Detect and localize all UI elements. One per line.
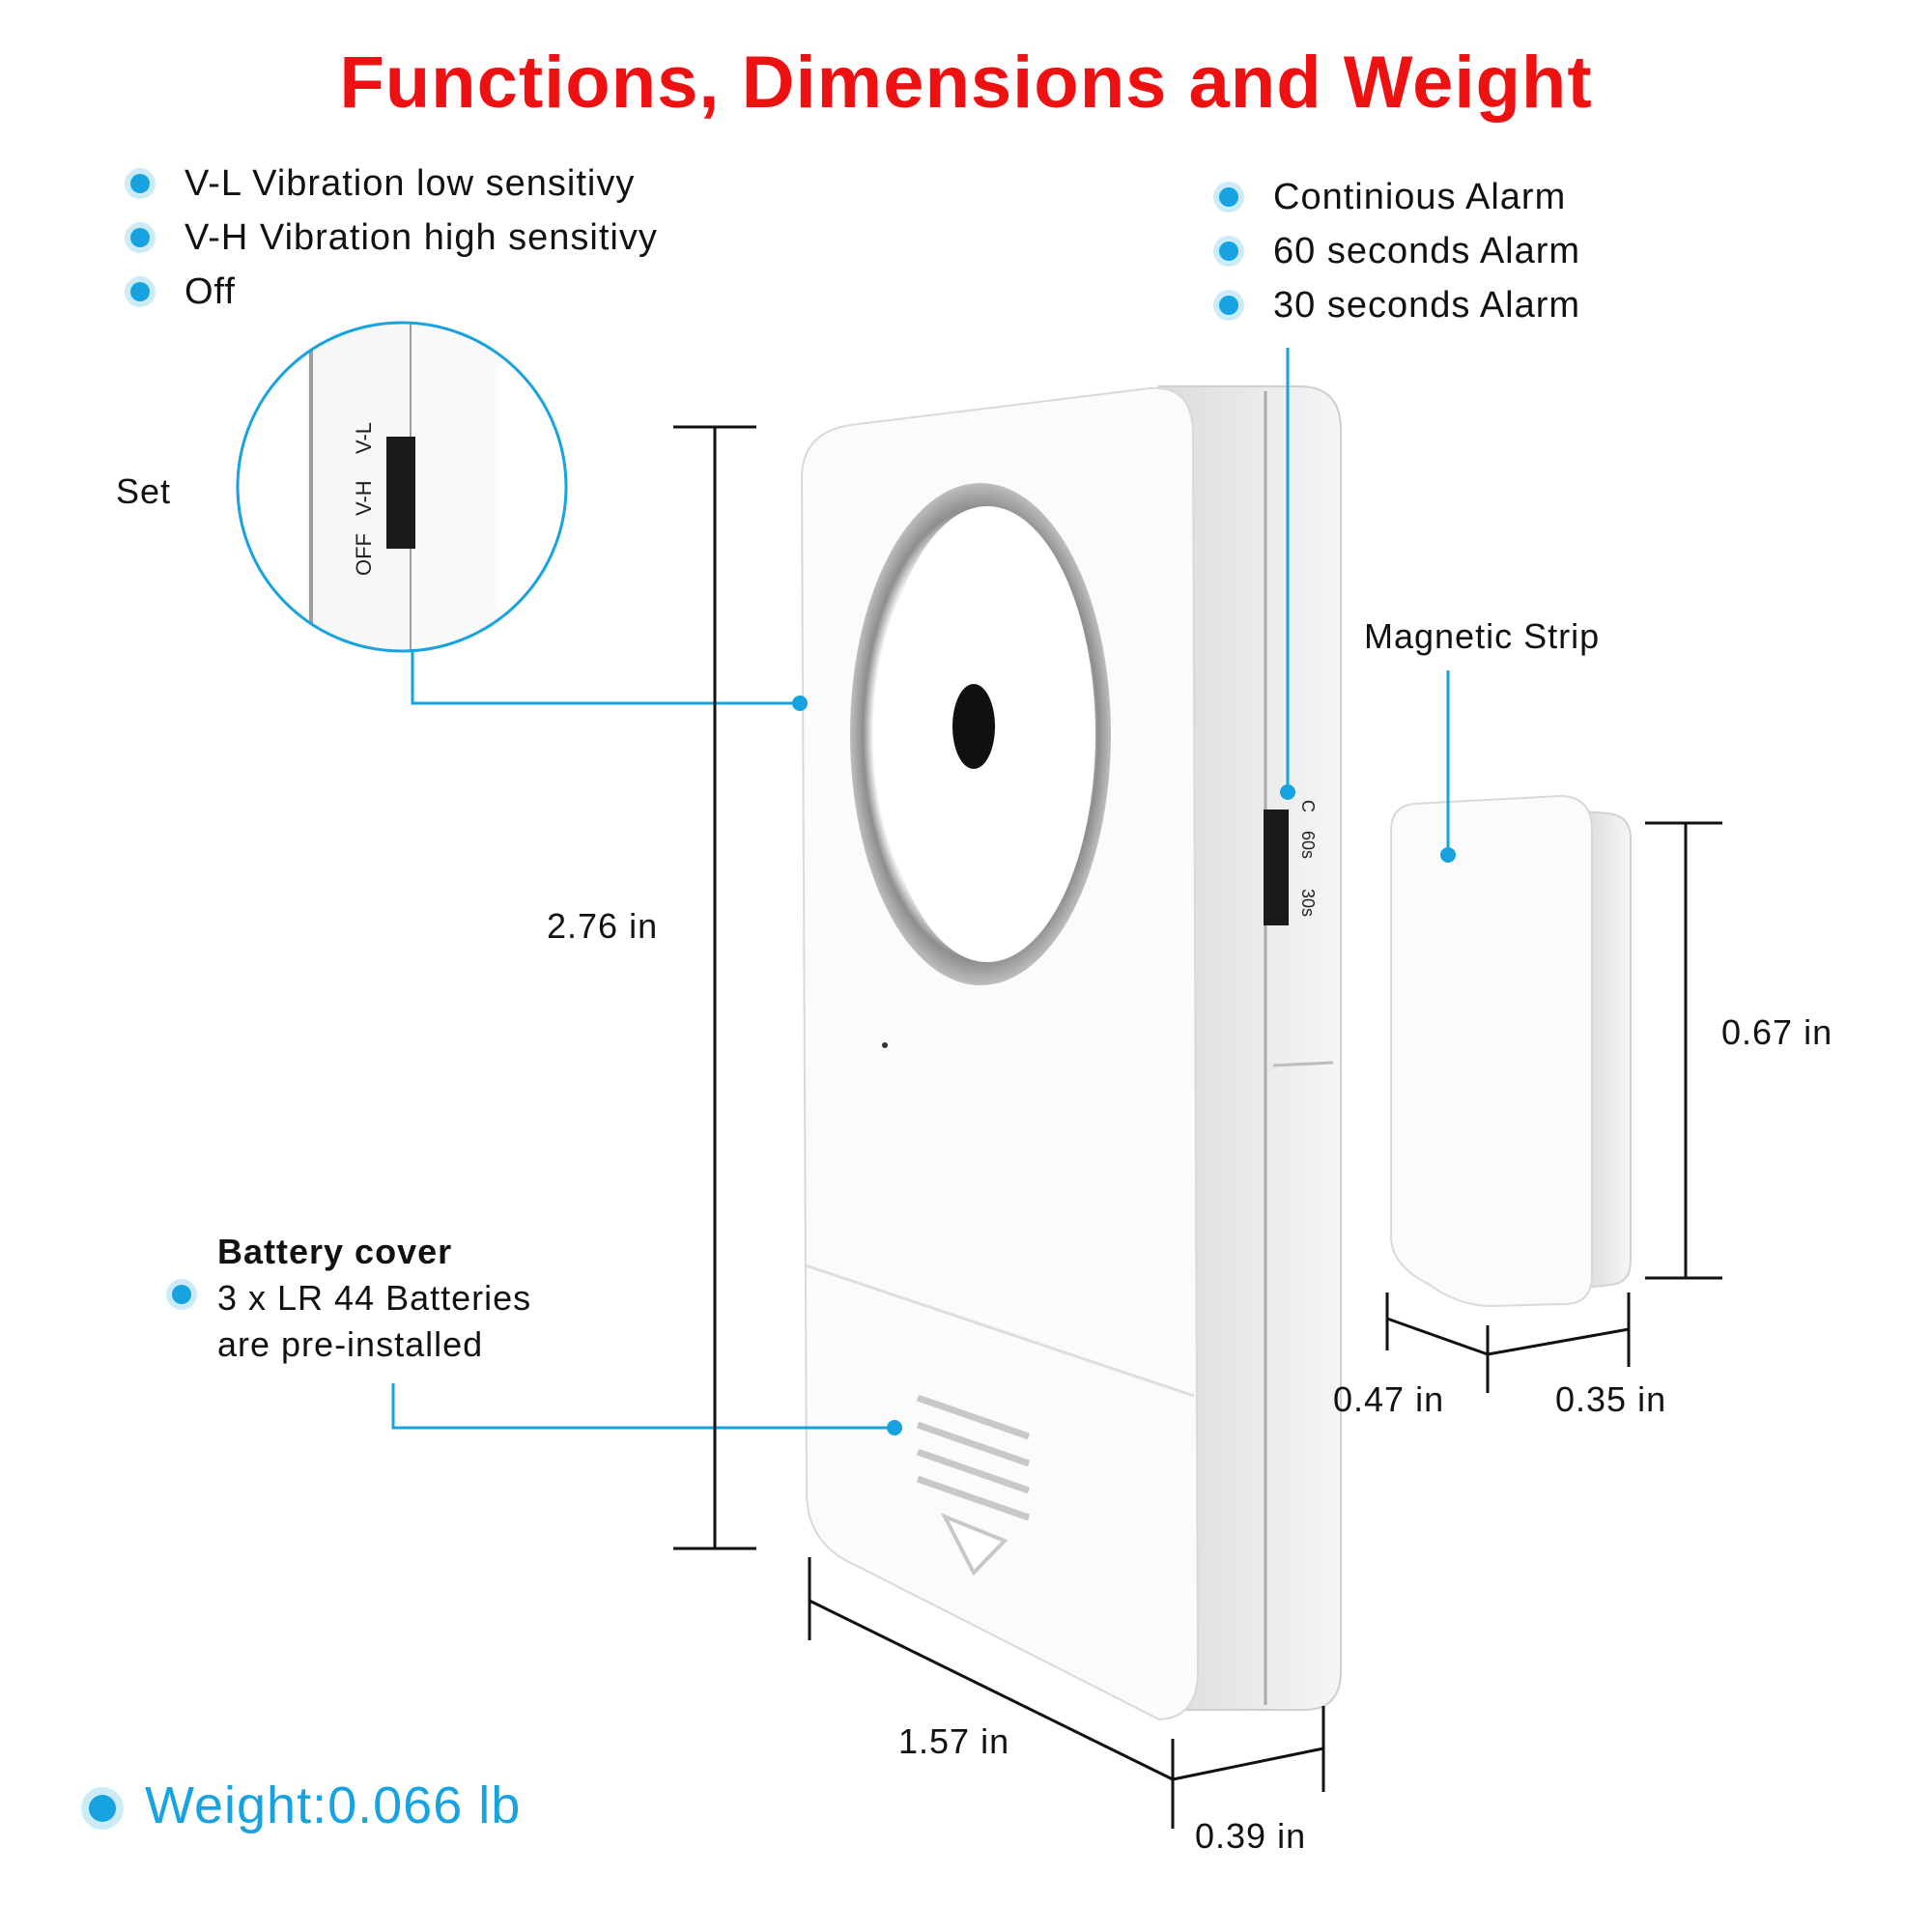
sensitivity-zoom-border — [236, 321, 568, 653]
bullet-dot-icon — [1219, 187, 1238, 207]
battery-cover-seam — [805, 1264, 1195, 1398]
alarm-options-list: Continious Alarm 60 seconds Alarm 30 sec… — [1219, 170, 1580, 332]
magnetic-strip-side — [1583, 810, 1632, 1290]
dim-line-strip-width — [1386, 1317, 1489, 1356]
list-item: V-H Vibration high sensitivy — [130, 211, 658, 265]
list-item: Off — [130, 265, 658, 319]
callout-dots — [792, 696, 1456, 1435]
battery-cover-grip — [916, 1394, 1031, 1521]
weight-bullet-dot-icon — [89, 1795, 116, 1822]
list-item: 60 seconds Alarm — [1219, 224, 1580, 278]
bullet-dot-icon — [1219, 242, 1238, 261]
callout-set — [411, 649, 800, 705]
alarm-switch-label-c: C — [1298, 800, 1318, 812]
alarm-mode-switch — [1264, 810, 1289, 925]
list-item: 30 seconds Alarm — [1219, 278, 1580, 332]
battery-cover-line-2: are pre-installed — [217, 1324, 484, 1364]
magnetic-strip-front — [1390, 794, 1593, 1308]
bullet-dot-icon — [130, 174, 150, 193]
speaker-hole — [952, 684, 995, 769]
alarm-switch-label-60: 60s — [1298, 831, 1318, 859]
alarm-switch-label-30: 30s — [1298, 889, 1318, 917]
alarm-body-side — [1157, 385, 1342, 1711]
sensitivity-zoom: OFF V-H V-L — [238, 323, 566, 651]
switch-label-vh: V-H — [352, 480, 376, 516]
switch-label-vl: V-L — [352, 422, 376, 454]
page-title: Functions, Dimensions and Weight — [339, 42, 1593, 124]
dimension-strip-depth-label: 0.35 in — [1555, 1379, 1667, 1419]
dimension-height-label: 2.76 in — [547, 906, 659, 946]
list-item: V-L Vibration low sensitivy — [130, 156, 658, 211]
battery-bullet-dot-icon — [172, 1285, 191, 1304]
dim-line-depth — [1172, 1747, 1324, 1781]
sensitivity-switch — [386, 437, 415, 549]
set-label: Set — [116, 471, 172, 511]
battery-cover-arrow-icon — [940, 1513, 1009, 1577]
dimension-depth-label: 0.39 in — [1195, 1816, 1307, 1856]
list-item: Continious Alarm — [1219, 170, 1580, 224]
switch-label-off: OFF — [352, 533, 376, 576]
weight-label: Weight:0.066 lb — [145, 1776, 522, 1834]
alarm-switch-labels: C 60s 30s — [1298, 800, 1318, 917]
bullet-dot-icon — [130, 282, 150, 301]
dimension-width-label: 1.57 in — [898, 1721, 1010, 1761]
battery-cover-info: Battery cover 3 x LR 44 Batteries are pr… — [217, 1229, 531, 1368]
callout-battery — [391, 1383, 895, 1430]
dim-line-width — [809, 1599, 1174, 1781]
dimension-strip-width-label: 0.47 in — [1333, 1379, 1445, 1419]
callout-lines — [391, 348, 1450, 1430]
battery-cover-title: Battery cover — [217, 1232, 453, 1271]
sensitivity-options-list: V-L Vibration low sensitivy V-H Vibratio… — [130, 156, 658, 319]
bullet-dot-icon — [1219, 296, 1238, 315]
battery-cover-line-1: 3 x LR 44 Batteries — [217, 1278, 532, 1318]
dimension-strip-height-label: 0.67 in — [1721, 1012, 1833, 1052]
dim-line-strip-depth — [1487, 1327, 1630, 1356]
bullet-dot-icon — [130, 228, 150, 247]
dimension-lines — [673, 425, 1722, 1829]
magnetic-strip-label: Magnetic Strip — [1364, 616, 1601, 656]
